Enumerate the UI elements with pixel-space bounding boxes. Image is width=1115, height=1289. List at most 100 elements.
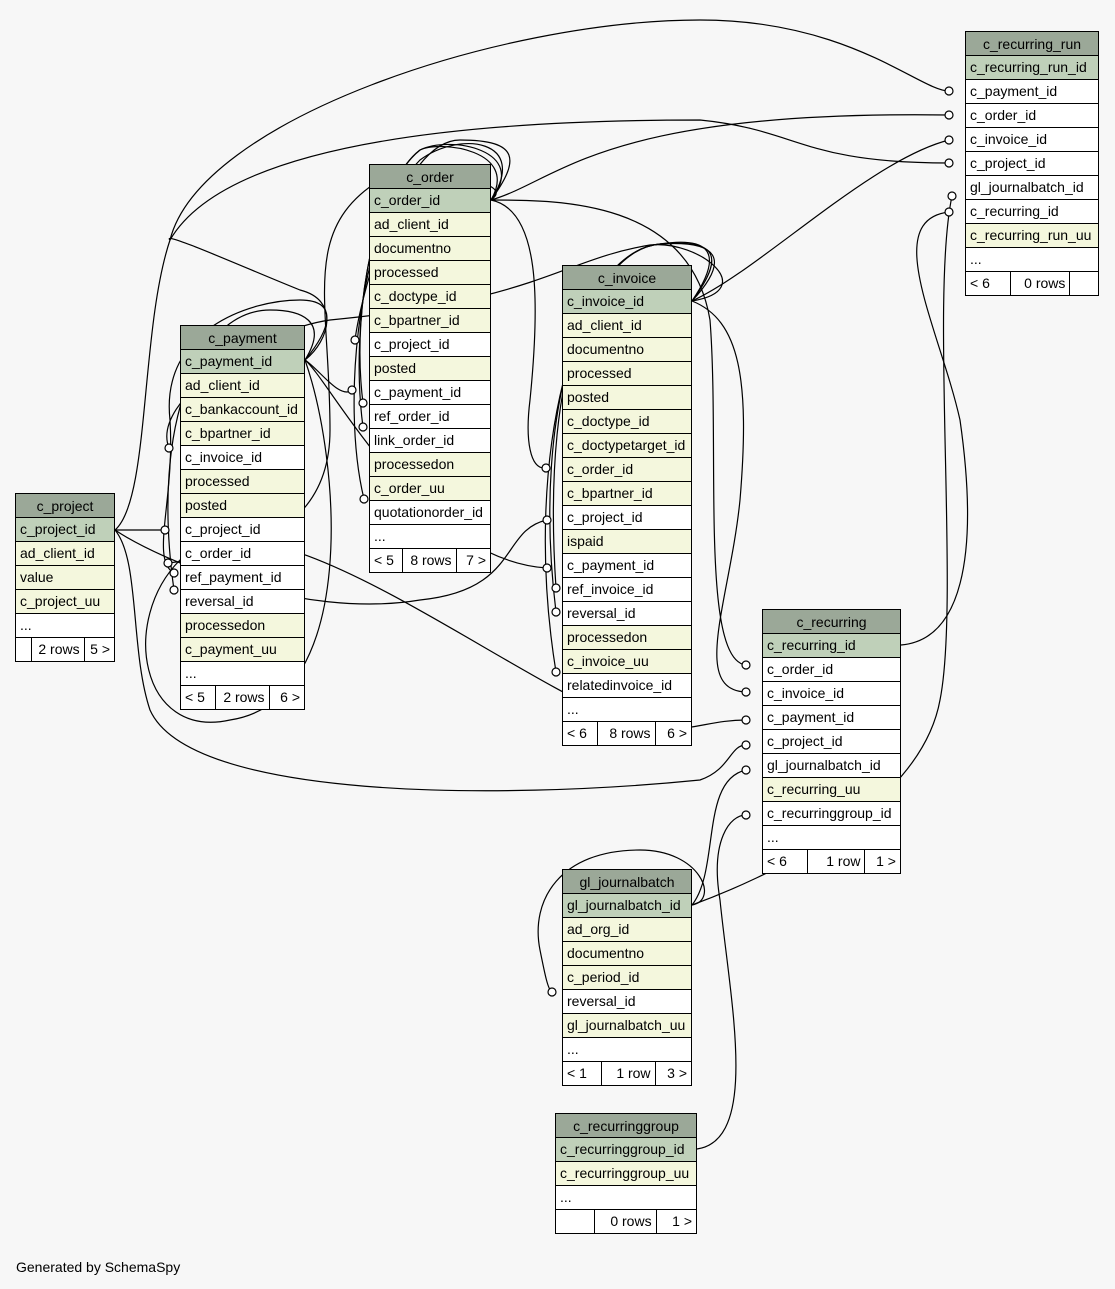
column-reversal-id[interactable]: reversal_id bbox=[181, 590, 304, 614]
column-quotationorder-id[interactable]: quotationorder_id bbox=[370, 501, 490, 525]
table-title[interactable]: c_project bbox=[16, 494, 114, 518]
column-posted[interactable]: posted bbox=[181, 494, 304, 518]
parents-link[interactable]: < 6 bbox=[563, 722, 599, 745]
parents-link[interactable]: < 1 bbox=[563, 1062, 603, 1085]
column-c-doctypetarget-id[interactable]: c_doctypetarget_id bbox=[563, 434, 691, 458]
column-ref-payment-id[interactable]: ref_payment_id bbox=[181, 566, 304, 590]
column-processedon[interactable]: processedon bbox=[370, 453, 490, 477]
parents-link[interactable] bbox=[16, 638, 32, 661]
column-c-order-id[interactable]: c_order_id bbox=[763, 658, 900, 682]
more-columns[interactable]: ... bbox=[16, 614, 114, 638]
column-c-doctype-id[interactable]: c_doctype_id bbox=[370, 285, 490, 309]
column-gl-journalbatch-id[interactable]: gl_journalbatch_id bbox=[563, 894, 691, 918]
table-title[interactable]: c_payment bbox=[181, 326, 304, 350]
children-link[interactable]: 5 > bbox=[90, 641, 110, 657]
children-link[interactable]: 1 > bbox=[672, 1213, 693, 1229]
column-c-bpartner-id[interactable]: c_bpartner_id bbox=[181, 422, 304, 446]
column-ad-client-id[interactable]: ad_client_id bbox=[16, 542, 114, 566]
column-ad-client-id[interactable]: ad_client_id bbox=[181, 374, 304, 398]
table-title[interactable]: c_order bbox=[370, 165, 490, 189]
column-documentno[interactable]: documentno bbox=[563, 338, 691, 362]
column-c-order-id[interactable]: c_order_id bbox=[966, 104, 1098, 128]
column-c-recurring-id[interactable]: c_recurring_id bbox=[763, 634, 900, 658]
parents-link[interactable]: < 6 bbox=[966, 272, 1012, 295]
column-c-recurring-uu[interactable]: c_recurring_uu bbox=[763, 778, 900, 802]
column-c-bankaccount-id[interactable]: c_bankaccount_id bbox=[181, 398, 304, 422]
column-documentno[interactable]: documentno bbox=[370, 237, 490, 261]
column-c-project-uu[interactable]: c_project_uu bbox=[16, 590, 114, 614]
column-c-project-id[interactable]: c_project_id bbox=[763, 730, 900, 754]
column-c-invoice-id[interactable]: c_invoice_id bbox=[763, 682, 900, 706]
more-columns[interactable]: ... bbox=[370, 525, 490, 549]
children-link[interactable]: 6 > bbox=[667, 725, 688, 741]
column-c-period-id[interactable]: c_period_id bbox=[563, 966, 691, 990]
column-gl-journalbatch-id[interactable]: gl_journalbatch_id bbox=[763, 754, 900, 778]
table-title[interactable]: gl_journalbatch bbox=[563, 870, 691, 894]
column-c-bpartner-id[interactable]: c_bpartner_id bbox=[370, 309, 490, 333]
more-columns[interactable]: ... bbox=[556, 1186, 696, 1210]
column-c-recurringgroup-id[interactable]: c_recurringgroup_id bbox=[556, 1138, 696, 1162]
column-c-recurring-run-uu[interactable]: c_recurring_run_uu bbox=[966, 224, 1098, 248]
more-columns[interactable]: ... bbox=[966, 248, 1098, 272]
children-link[interactable]: 1 > bbox=[876, 853, 896, 869]
parents-link[interactable]: < 5 bbox=[370, 549, 404, 572]
column-c-payment-id[interactable]: c_payment_id bbox=[370, 381, 490, 405]
column-c-doctype-id[interactable]: c_doctype_id bbox=[563, 410, 691, 434]
column-posted[interactable]: posted bbox=[563, 386, 691, 410]
column-c-order-id[interactable]: c_order_id bbox=[181, 542, 304, 566]
table-title[interactable]: c_recurring_run bbox=[966, 32, 1098, 56]
column-processed[interactable]: processed bbox=[370, 261, 490, 285]
column-ad-client-id[interactable]: ad_client_id bbox=[370, 213, 490, 237]
column-c-invoice-id[interactable]: c_invoice_id bbox=[966, 128, 1098, 152]
column-c-payment-id[interactable]: c_payment_id bbox=[563, 554, 691, 578]
children-link[interactable]: 6 > bbox=[280, 689, 300, 705]
more-columns[interactable]: ... bbox=[763, 826, 900, 850]
column-c-project-id[interactable]: c_project_id bbox=[563, 506, 691, 530]
column-link-order-id[interactable]: link_order_id bbox=[370, 429, 490, 453]
column-gl-journalbatch-uu[interactable]: gl_journalbatch_uu bbox=[563, 1014, 691, 1038]
column-c-project-id[interactable]: c_project_id bbox=[181, 518, 304, 542]
column-value[interactable]: value bbox=[16, 566, 114, 590]
column-c-invoice-id[interactable]: c_invoice_id bbox=[563, 290, 691, 314]
column-processedon[interactable]: processedon bbox=[181, 614, 304, 638]
column-c-recurring-id[interactable]: c_recurring_id bbox=[966, 200, 1098, 224]
column-c-bpartner-id[interactable]: c_bpartner_id bbox=[563, 482, 691, 506]
children-link[interactable]: 3 > bbox=[667, 1065, 688, 1081]
column-c-payment-id[interactable]: c_payment_id bbox=[966, 80, 1098, 104]
column-ispaid[interactable]: ispaid bbox=[563, 530, 691, 554]
parents-link[interactable]: < 5 bbox=[181, 686, 217, 709]
column-c-project-id[interactable]: c_project_id bbox=[370, 333, 490, 357]
column-c-payment-id[interactable]: c_payment_id bbox=[181, 350, 304, 374]
column-c-order-uu[interactable]: c_order_uu bbox=[370, 477, 490, 501]
column-gl-journalbatch-id[interactable]: gl_journalbatch_id bbox=[966, 176, 1098, 200]
column-ref-invoice-id[interactable]: ref_invoice_id bbox=[563, 578, 691, 602]
column-relatedinvoice-id[interactable]: relatedinvoice_id bbox=[563, 674, 691, 698]
more-columns[interactable]: ... bbox=[563, 1038, 691, 1062]
column-c-project-id[interactable]: c_project_id bbox=[966, 152, 1098, 176]
column-c-project-id[interactable]: c_project_id bbox=[16, 518, 114, 542]
column-c-payment-id[interactable]: c_payment_id bbox=[763, 706, 900, 730]
children-link[interactable]: 7 > bbox=[466, 552, 486, 568]
column-ad-org-id[interactable]: ad_org_id bbox=[563, 918, 691, 942]
column-c-invoice-uu[interactable]: c_invoice_uu bbox=[563, 650, 691, 674]
children-link[interactable] bbox=[1070, 272, 1098, 295]
more-columns[interactable]: ... bbox=[563, 698, 691, 722]
table-title[interactable]: c_recurring bbox=[763, 610, 900, 634]
column-reversal-id[interactable]: reversal_id bbox=[563, 990, 691, 1014]
column-c-order-id[interactable]: c_order_id bbox=[563, 458, 691, 482]
column-processedon[interactable]: processedon bbox=[563, 626, 691, 650]
parents-link[interactable]: < 6 bbox=[763, 850, 809, 873]
column-c-invoice-id[interactable]: c_invoice_id bbox=[181, 446, 304, 470]
column-processed[interactable]: processed bbox=[563, 362, 691, 386]
table-title[interactable]: c_recurringgroup bbox=[556, 1114, 696, 1138]
table-title[interactable]: c_invoice bbox=[563, 266, 691, 290]
column-reversal-id[interactable]: reversal_id bbox=[563, 602, 691, 626]
column-c-recurringgroup-id[interactable]: c_recurringgroup_id bbox=[763, 802, 900, 826]
more-columns[interactable]: ... bbox=[181, 662, 304, 686]
column-c-recurring-run-id[interactable]: c_recurring_run_id bbox=[966, 56, 1098, 80]
column-c-order-id[interactable]: c_order_id bbox=[370, 189, 490, 213]
column-posted[interactable]: posted bbox=[370, 357, 490, 381]
column-processed[interactable]: processed bbox=[181, 470, 304, 494]
column-ad-client-id[interactable]: ad_client_id bbox=[563, 314, 691, 338]
parents-link[interactable] bbox=[556, 1210, 596, 1233]
